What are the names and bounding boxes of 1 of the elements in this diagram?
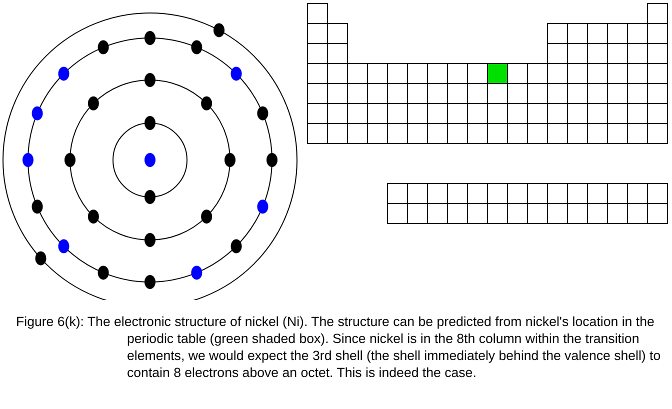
figure-caption: Figure 6(k): The electronic structure of nickel (Ni). The structure can be predicted from nickel's location in the periodic table (green shaded box). Since nickel is in the 8th column within the transition elements, we would expect the 3rd shell (the shell immediately behind the valence shell) to contain 8 electrons above an octet. This is indeed the case.: [16, 313, 662, 381]
